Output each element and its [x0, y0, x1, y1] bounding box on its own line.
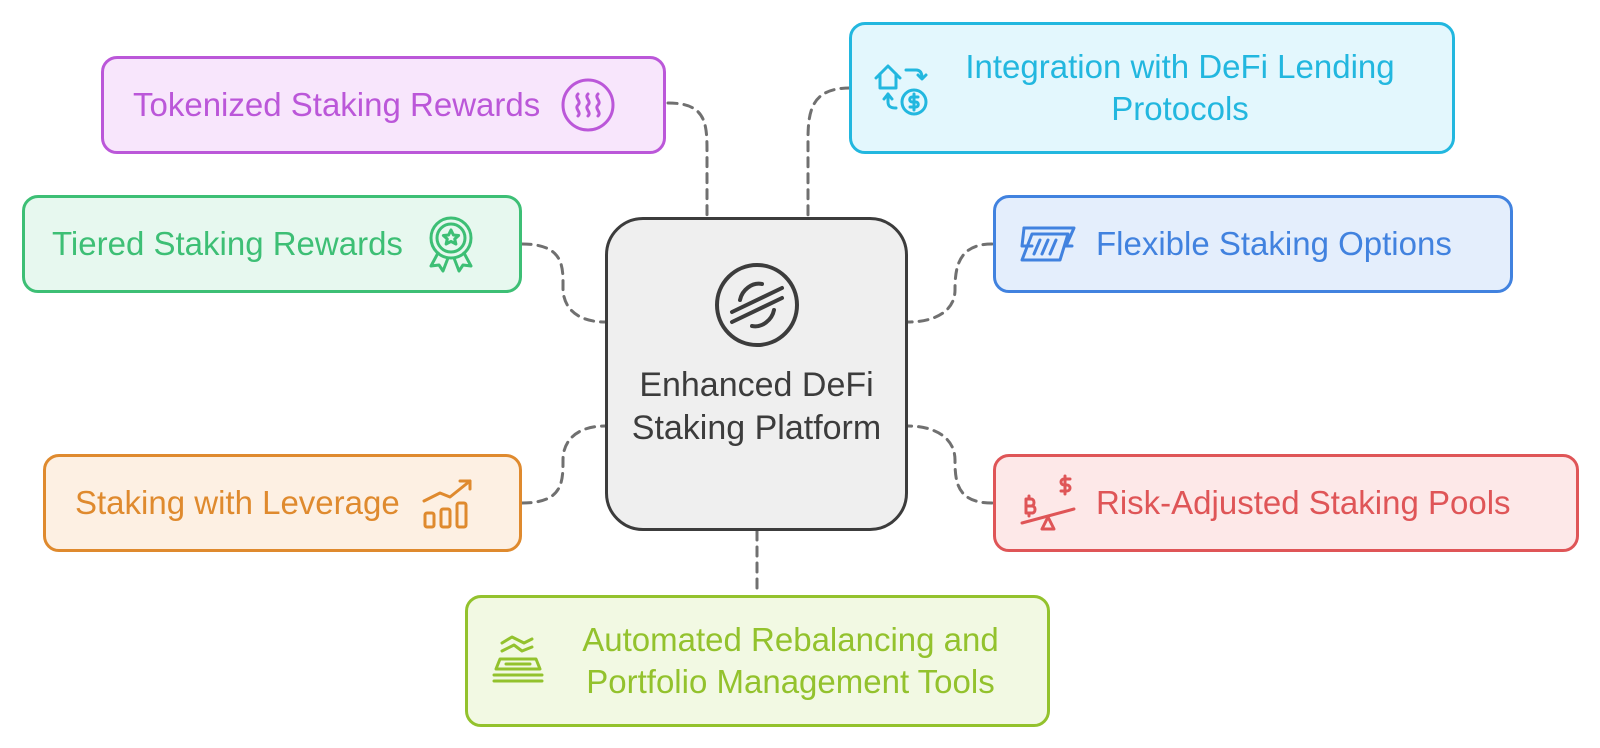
branch-label-tiered: Tiered Staking Rewards [52, 225, 403, 262]
auto-sort-icon [488, 631, 548, 691]
central-topic-node: Enhanced DeFi Staking Platform [605, 217, 908, 531]
branch-label-leverage: Staking with Leverage [75, 484, 400, 521]
connector-leverage [520, 424, 607, 505]
award-rosette-icon [423, 214, 479, 274]
growth-chart-icon [420, 475, 476, 531]
branch-label-integration: Integration with DeFi Lending Protocols [965, 48, 1395, 127]
branch-tiered-staking-rewards: Tiered Staking Rewards [22, 195, 522, 293]
connector-tiered [520, 242, 607, 324]
branch-flexible-staking-options: Flexible Staking Options [993, 195, 1513, 293]
connector-tokenized [666, 101, 709, 219]
stellar-logo-icon [712, 260, 802, 350]
home-exchange-dollar-icon [872, 58, 932, 118]
branch-label-flexible: Flexible Staking Options [1096, 225, 1452, 262]
branch-staking-with-leverage: Staking with Leverage [43, 454, 522, 552]
branch-automated-rebalancing: Automated Rebalancing and Portfolio Mana… [465, 595, 1050, 727]
connector-risk [906, 424, 994, 505]
connector-integration [806, 86, 852, 219]
crypto-balance-icon [1018, 473, 1078, 533]
branch-integration-defi-lending: Integration with DeFi Lending Protocols [849, 22, 1455, 154]
branch-risk-adjusted-staking-pools: Risk-Adjusted Staking Pools [993, 454, 1579, 552]
ticket-card-icon [1018, 222, 1078, 266]
branch-tokenized-staking-rewards: Tokenized Staking Rewards [101, 56, 666, 154]
connector-flexible [906, 242, 994, 324]
branch-label-tokenized: Tokenized Staking Rewards [133, 86, 541, 123]
branch-label-risk: Risk-Adjusted Staking Pools [1096, 484, 1511, 521]
steam-icon [560, 77, 616, 133]
branch-label-rebalancing: Automated Rebalancing and Portfolio Mana… [582, 621, 999, 700]
central-topic-label: Enhanced DeFi Staking Platform [631, 366, 882, 447]
